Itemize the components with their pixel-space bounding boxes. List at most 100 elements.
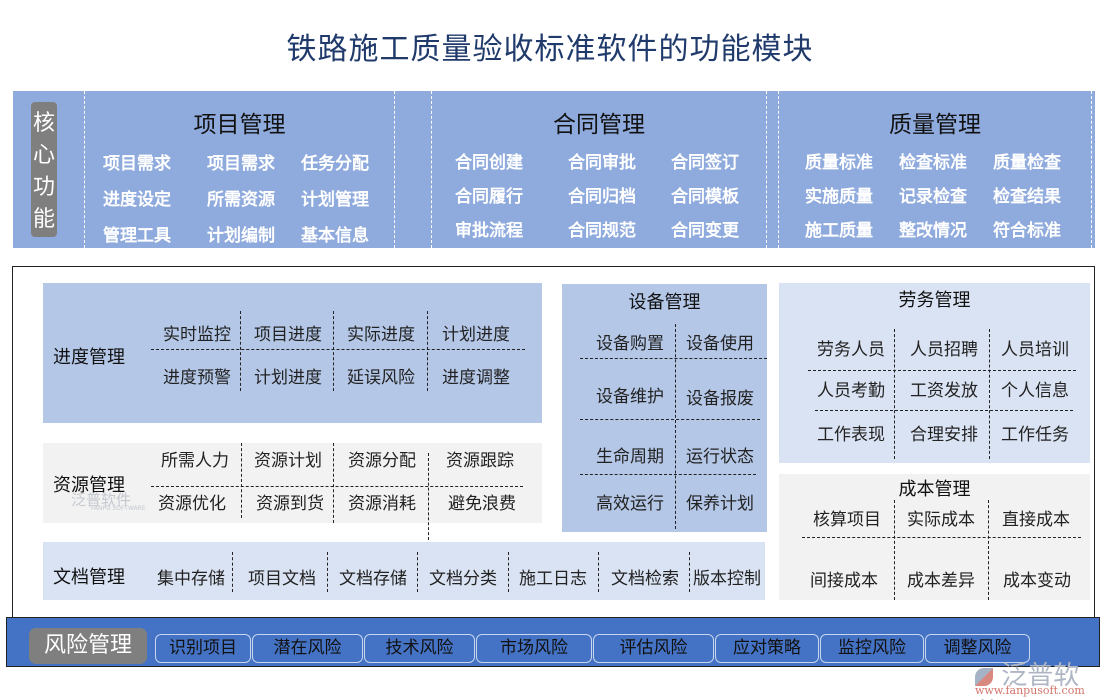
module-item[interactable]: 运行状态 (686, 447, 754, 467)
risk-management-badge: 风险管理 (29, 628, 147, 664)
module-item[interactable]: 文档分类 (429, 569, 497, 589)
module-item[interactable]: 避免浪费 (448, 494, 516, 514)
divider (580, 358, 767, 359)
module-item[interactable]: 项目需求 (103, 154, 171, 174)
module-item[interactable]: 核算项目 (813, 510, 881, 530)
module-item[interactable]: 设备维护 (596, 387, 664, 407)
module-item[interactable]: 合理安排 (910, 425, 978, 445)
module-item[interactable]: 人员培训 (1001, 340, 1069, 360)
divider (808, 370, 1076, 371)
module-item[interactable]: 检查结果 (993, 187, 1061, 207)
module-item[interactable]: 设备报废 (686, 389, 754, 409)
module-item[interactable]: 进度设定 (103, 190, 171, 210)
module-item[interactable]: 劳务人员 (817, 340, 885, 360)
page-title: 铁路施工质量验收标准软件的功能模块 (286, 32, 814, 67)
module-item[interactable]: 审批流程 (455, 221, 523, 241)
module-item[interactable]: 版本控制 (693, 569, 761, 589)
module-item[interactable]: 资源优化 (158, 494, 226, 514)
divider (1091, 91, 1092, 248)
module-item[interactable]: 工资发放 (910, 381, 978, 401)
divider (689, 552, 690, 592)
module-item[interactable]: 符合标准 (993, 221, 1061, 241)
module-item[interactable]: 基本信息 (301, 226, 369, 246)
module-item[interactable]: 合同履行 (455, 187, 523, 207)
module-item[interactable]: 计划进度 (254, 368, 322, 388)
module-item[interactable]: 工作任务 (1001, 425, 1069, 445)
divider (333, 443, 334, 523)
module-item[interactable]: 工作表现 (817, 425, 885, 445)
module-item[interactable]: 合同签订 (671, 153, 739, 173)
module-item[interactable]: 保养计划 (686, 494, 754, 514)
module-item[interactable]: 成本差异 (907, 571, 975, 591)
module-item[interactable]: 合同变更 (671, 221, 739, 241)
module-item[interactable]: 人员考勤 (817, 381, 885, 401)
module-item[interactable]: 合同规范 (568, 221, 636, 241)
module-item[interactable]: 实际成本 (907, 510, 975, 530)
module-item[interactable]: 实际进度 (347, 325, 415, 345)
module-item[interactable]: 项目文档 (248, 569, 316, 589)
watermark-brand: 泛普软件 (975, 655, 1100, 700)
module-item[interactable]: 高效运行 (596, 494, 664, 514)
divider (675, 324, 676, 529)
module-item[interactable]: 直接成本 (1002, 510, 1070, 530)
module-item[interactable]: 生命周期 (596, 447, 664, 467)
watermark-sub: FANPU SOFTWARE (91, 505, 146, 512)
module-item[interactable]: 所需资源 (207, 190, 275, 210)
module-item[interactable]: 个人信息 (1001, 381, 1069, 401)
module-item[interactable]: 资源计划 (254, 451, 322, 471)
divider (151, 486, 523, 487)
module-item[interactable]: 设备使用 (686, 334, 754, 354)
module-item[interactable]: 记录检查 (899, 187, 967, 207)
module-item[interactable]: 质量检查 (993, 153, 1061, 173)
module-item[interactable]: 整改情况 (899, 221, 967, 241)
panel-title: 进度管理 (53, 347, 125, 368)
module-item[interactable]: 进度预警 (163, 368, 231, 388)
watermark-url: www.fanpusoft.com (975, 684, 1085, 697)
module-item[interactable]: 文档存储 (339, 569, 407, 589)
module-item[interactable]: 项目进度 (254, 325, 322, 345)
module-item[interactable]: 资源跟踪 (446, 451, 514, 471)
risk-item[interactable]: 评估风险 (593, 634, 714, 663)
module-item[interactable]: 进度调整 (442, 368, 510, 388)
module-item[interactable]: 资源到货 (256, 494, 324, 514)
module-item[interactable]: 项目需求 (207, 154, 275, 174)
module-item[interactable]: 施工日志 (519, 569, 587, 589)
divider (894, 500, 895, 600)
module-item[interactable]: 合同创建 (455, 153, 523, 173)
risk-item[interactable]: 监控风险 (820, 634, 924, 663)
module-item[interactable]: 计划进度 (442, 325, 510, 345)
module-item[interactable]: 设备购置 (596, 334, 664, 354)
divider (778, 91, 779, 248)
module-item[interactable]: 文档检索 (611, 569, 679, 589)
module-item[interactable]: 任务分配 (301, 154, 369, 174)
module-item[interactable]: 检查标准 (899, 153, 967, 173)
risk-item[interactable]: 调整风险 (925, 634, 1030, 663)
module-item[interactable]: 资源分配 (348, 451, 416, 471)
module-item[interactable]: 资源消耗 (348, 494, 416, 514)
module-item[interactable]: 管理工具 (103, 226, 171, 246)
module-item[interactable]: 间接成本 (810, 571, 878, 591)
risk-item[interactable]: 市场风险 (476, 634, 592, 663)
risk-item[interactable]: 应对策略 (715, 634, 819, 663)
divider (428, 453, 429, 545)
module-item[interactable]: 所需人力 (161, 451, 229, 471)
module-item[interactable]: 延误风险 (347, 368, 415, 388)
risk-item[interactable]: 潜在风险 (252, 634, 363, 663)
module-item[interactable]: 成本变动 (1003, 571, 1071, 591)
panel-title: 设备管理 (628, 292, 701, 313)
module-item[interactable]: 合同归档 (568, 187, 636, 207)
module-item[interactable]: 计划编制 (207, 226, 275, 246)
risk-item[interactable]: 技术风险 (364, 634, 475, 663)
divider (84, 91, 85, 248)
module-item[interactable]: 人员招聘 (910, 340, 978, 360)
module-item[interactable]: 合同模板 (671, 187, 739, 207)
module-item[interactable]: 合同审批 (568, 153, 636, 173)
module-item[interactable]: 集中存储 (157, 569, 225, 589)
module-item[interactable]: 计划管理 (301, 190, 369, 210)
module-item[interactable]: 施工质量 (805, 221, 873, 241)
module-item[interactable]: 质量标准 (805, 153, 873, 173)
module-item[interactable]: 实施质量 (805, 187, 873, 207)
module-item[interactable]: 实时监控 (163, 325, 231, 345)
risk-item[interactable]: 识别项目 (155, 634, 251, 663)
project-management-group: 项目管理 项目需求 项目需求 任务分配 进度设定 所需资源 计划管理 管理工具 … (85, 91, 394, 248)
